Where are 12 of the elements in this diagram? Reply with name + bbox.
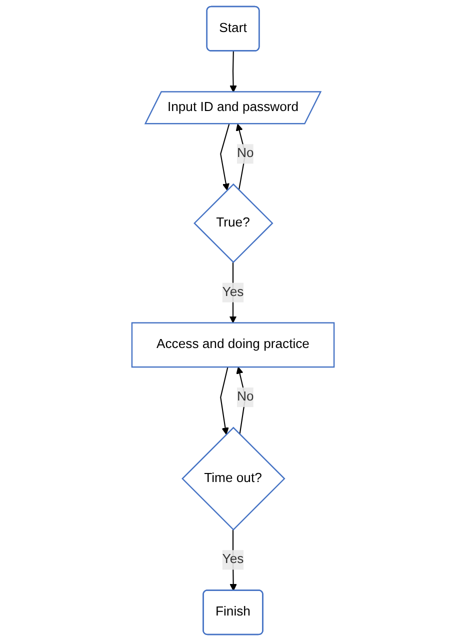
edge-label: Yes	[222, 285, 244, 300]
edge-label: Yes	[222, 552, 244, 566]
arrow	[230, 51, 237, 92]
node-box: Access and doing practice	[131, 322, 335, 368]
edge-label: No	[237, 390, 254, 404]
node-diamond: True?	[194, 183, 274, 264]
arrow	[220, 124, 230, 190]
edge-label: No	[237, 146, 254, 161]
arrow	[229, 262, 237, 324]
arrow	[230, 530, 237, 591]
arrow	[220, 366, 229, 435]
node-diamond: Time out?	[182, 426, 286, 530]
